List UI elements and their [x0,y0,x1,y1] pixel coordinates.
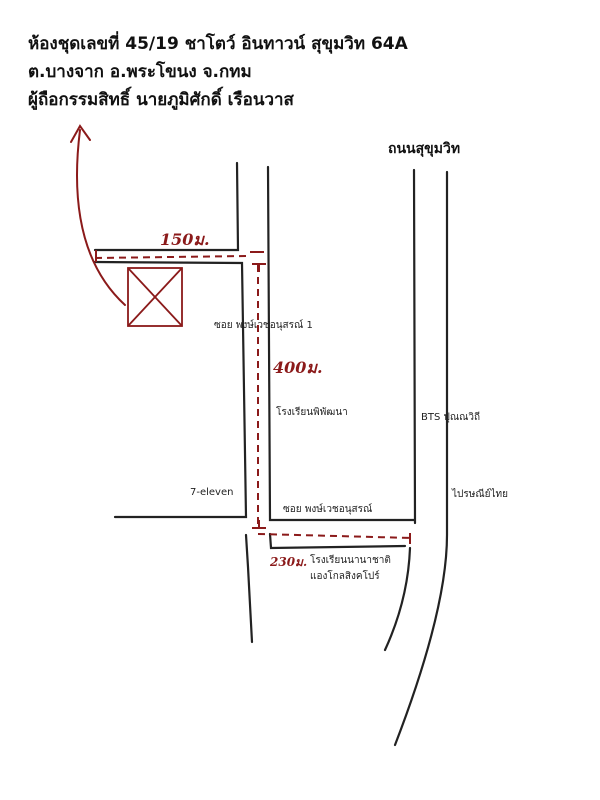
bts-label: BTS ปุณณวิถี [421,412,481,423]
owner-line: ผู้ถือกรรมสิทธิ์ นายภูมิศักดิ์ เรือนวาส [28,90,294,110]
seven-eleven-label: 7-eleven [190,487,234,498]
soi-main-label: ซอย พงษ์เวชอนุสรณ์ [283,504,373,515]
school-1-label: โรงเรียนพิพัฒนา [276,407,348,418]
condo-building-marker [127,267,183,327]
distance-150m: 150ม. [160,230,210,249]
main-road-label: ถนนสุขุมวิท [388,141,461,157]
road-edge-top-left [93,161,240,252]
distance-400m: 400ม. [273,358,323,377]
soi-1-label: ซอย พงษ์เวชอนุสรณ์ 1 [214,320,313,331]
road-edge-middle [266,165,416,522]
dashed-route [94,255,413,539]
school-2-label-line-1: โรงเรียนนานาชาติ [310,555,391,566]
road-edge-top-left-lower [93,260,248,519]
road-edge-left-lower [244,533,254,644]
road-edge-right-inner [412,168,417,525]
road-edge-bottom-soi [268,532,407,550]
route-tick-top [252,263,266,272]
distance-230m: 230ม. [270,555,308,569]
address-line-1: ห้องชุดเลขที่ 45/19 ชาโตว์ อินทาวน์ สุขุ… [28,34,408,54]
pointer-arrow [70,124,126,306]
school-2-label-line-2: แองโกลสิงคโปร์ [310,571,380,582]
address-header: ห้องชุดเลขที่ 45/19 ชาโตว์ อินทาวน์ สุขุ… [28,30,408,114]
road-edge-main-road [393,170,449,747]
address-line-2: ต.บางจาก อ.พระโขนง จ.กทม [28,62,252,82]
post-office-label: ไปรษณีย์ไทย [452,489,508,500]
road-edge-main-road-inner [383,546,412,652]
route-tick-bottom [252,520,266,529]
